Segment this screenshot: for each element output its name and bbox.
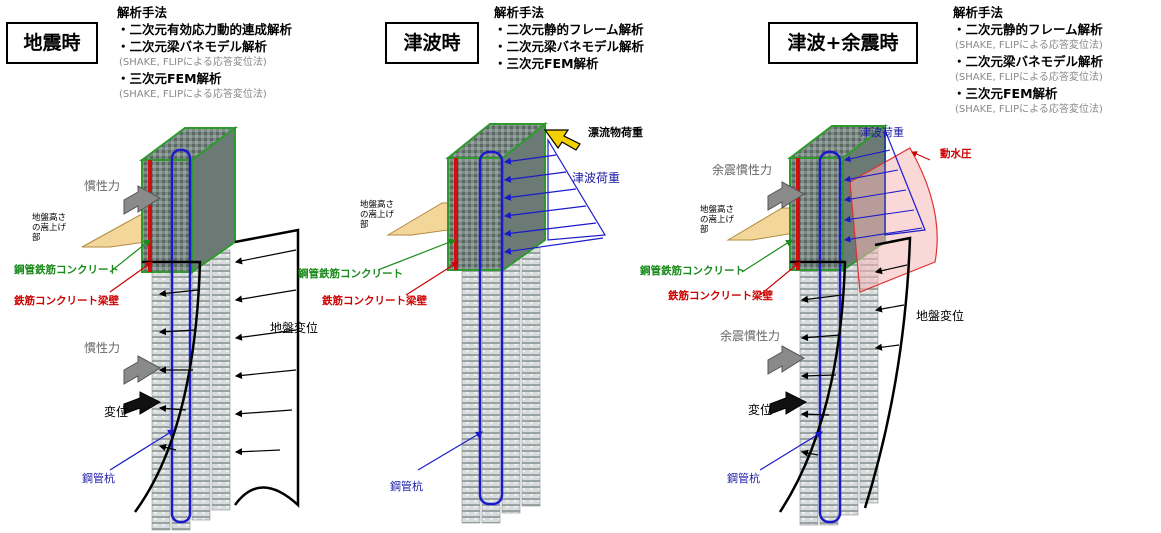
- panel3-method-heading: 解析手法: [953, 5, 1004, 20]
- panel2-steel-pipe-pile-label: 鋼管杭: [390, 480, 423, 493]
- panel1-rc-wall-label: 鉄筋コンクリート梁壁: [14, 295, 119, 307]
- panel2-pile-3: [501, 254, 521, 514]
- panel3-title-box: 津波+余震時: [768, 22, 918, 64]
- panel1-title: 地震時: [23, 32, 81, 54]
- panel3-displacement-arrow: [769, 391, 808, 415]
- panel3-pile-1: [799, 264, 819, 526]
- panel2-raised-ground-label: 地盤高さの嵩上げ部: [360, 200, 395, 230]
- panel1-pile-4: [211, 249, 231, 511]
- panel1-method-1: ・二次元有効応力動的連成解析: [117, 22, 293, 37]
- panel3-hydro-pressure-label: 動水圧: [940, 148, 972, 160]
- panel2-pile-outline: [478, 150, 504, 506]
- panel1-methods: 解析手法 ・二次元有効応力動的連成解析 ・二次元梁バネモデル解析 (SHAKE,…: [117, 4, 292, 102]
- panel3-displacement-label: 変位: [748, 403, 773, 417]
- panel2-drift-arrow: [543, 129, 581, 151]
- panel3-inertia-arrow-bottom: [767, 345, 805, 375]
- panel3-steel-pipe-rc-label: 鋼管鉄筋コンクリート: [640, 265, 745, 277]
- panel3-tsunami-load-label: 津波荷重: [860, 126, 904, 139]
- panel3-ground-disp-right: [863, 236, 912, 509]
- panel1-method-2: ・二次元梁バネモデル解析: [117, 39, 268, 54]
- panel1-method-2-note: (SHAKE, FLIPによる応答変位法): [119, 57, 267, 68]
- panel2-method-heading: 解析手法: [494, 5, 545, 20]
- panel3-inertia-arrow-top: [767, 181, 805, 211]
- panel1-displacement-arrow: [123, 391, 162, 415]
- panel2-tsunami-arrows: [503, 154, 604, 255]
- panel1-inertia-top-label: 慣性力: [84, 179, 121, 193]
- panel2-drift-load-label: 漂流物荷重: [588, 126, 643, 139]
- panel1-displacement-label: 変位: [104, 405, 129, 419]
- panel1-pile-outline: [170, 148, 192, 524]
- panel3-ground-disp-label: 地盤変位: [916, 309, 965, 323]
- panel3-aftershock-inertia-bottom-label: 余震慣性力: [720, 329, 781, 343]
- panel3-method-1: ・二次元静的フレーム解析: [953, 22, 1103, 37]
- panel3-method-3-note: (SHAKE, FLIPによる応答変位法): [955, 104, 1103, 115]
- panel2-tsunami-load-label: 津波荷重: [572, 171, 621, 185]
- panel1-steel-pipe-rc-label: 鋼管鉄筋コンクリート: [14, 264, 119, 276]
- panel1-title-box: 地震時: [6, 22, 98, 64]
- panel2-steel-pipe-rc-label: 鋼管鉄筋コンクリート: [298, 268, 403, 280]
- panel1-ground-disp-right: [233, 228, 300, 508]
- panel3-raised-ground-label: 地盤高さの嵩上げ部: [700, 205, 735, 235]
- panel1-inertia-bottom-label: 慣性力: [84, 341, 121, 355]
- panel3-method-1-note: (SHAKE, FLIPによる応答変位法): [955, 40, 1103, 51]
- panel3-steel-pipe-pile-label: 鋼管杭: [727, 472, 760, 485]
- panel1-pile-1: [151, 264, 171, 531]
- panel2-title-box: 津波時: [385, 22, 479, 64]
- panel3-methods: 解析手法 ・二次元静的フレーム解析 (SHAKE, FLIPによる応答変位法) …: [953, 4, 1103, 117]
- panel3-rc-wall-label: 鉄筋コンクリート梁壁: [668, 290, 773, 302]
- panel1-ground-disp-label: 地盤変位: [270, 321, 319, 335]
- panel1-disp-arrows: [158, 249, 297, 456]
- panel3-method-3: ・三次元FEM解析: [953, 86, 1058, 101]
- panel2-pile-4: [521, 247, 541, 507]
- panel1-method-3-note: (SHAKE, FLIPによる応答変位法): [119, 89, 267, 100]
- panel1-raised-ground-label: 地盤高さの嵩上げ部: [32, 213, 67, 243]
- panel1-structure: [81, 126, 300, 531]
- panel2-pile-2: [481, 264, 501, 524]
- panel3-ground-disp-left: [778, 260, 847, 513]
- panel1-ground-disp-left: [133, 260, 202, 513]
- panel1-pile-3: [191, 254, 211, 521]
- panel1-steel-pipe-pile-label: 鋼管杭: [82, 472, 115, 485]
- panel1-inertia-arrow-bottom: [123, 355, 161, 385]
- panel2-methods: 解析手法 ・二次元静的フレーム解析 ・二次元梁バネモデル解析 ・三次元FEM解析: [494, 4, 644, 72]
- panel2-method-1: ・二次元静的フレーム解析: [494, 22, 644, 37]
- panel3-structure: [726, 123, 938, 526]
- panel1-pile-2: [171, 264, 191, 531]
- panel2-title: 津波時: [403, 32, 461, 54]
- panel2-rc-wall-label: 鉄筋コンクリート梁壁: [322, 295, 427, 307]
- panel3-tsunami-arrows: [843, 149, 923, 243]
- panel2-method-2: ・二次元梁バネモデル解析: [494, 39, 645, 54]
- panel3-method-2: ・二次元梁バネモデル解析: [953, 54, 1104, 69]
- panel3-title: 津波+余震時: [787, 32, 899, 54]
- panel1-method-heading: 解析手法: [117, 5, 168, 20]
- panel2-structure: [377, 121, 607, 524]
- panel3-aftershock-inertia-top-label: 余震慣性力: [712, 163, 773, 177]
- panel2-pile-1: [461, 264, 481, 524]
- panel3-tsunami-load-area: [884, 129, 926, 236]
- panel3-method-2-note: (SHAKE, FLIPによる応答変位法): [955, 72, 1103, 83]
- panel2-tsunami-load-area: [547, 137, 607, 241]
- panel1-method-3: ・三次元FEM解析: [117, 71, 222, 86]
- panel1-inertia-arrow-top: [123, 185, 161, 215]
- panel2-method-3: ・三次元FEM解析: [494, 56, 599, 71]
- panel3-disp-arrows: [800, 264, 908, 457]
